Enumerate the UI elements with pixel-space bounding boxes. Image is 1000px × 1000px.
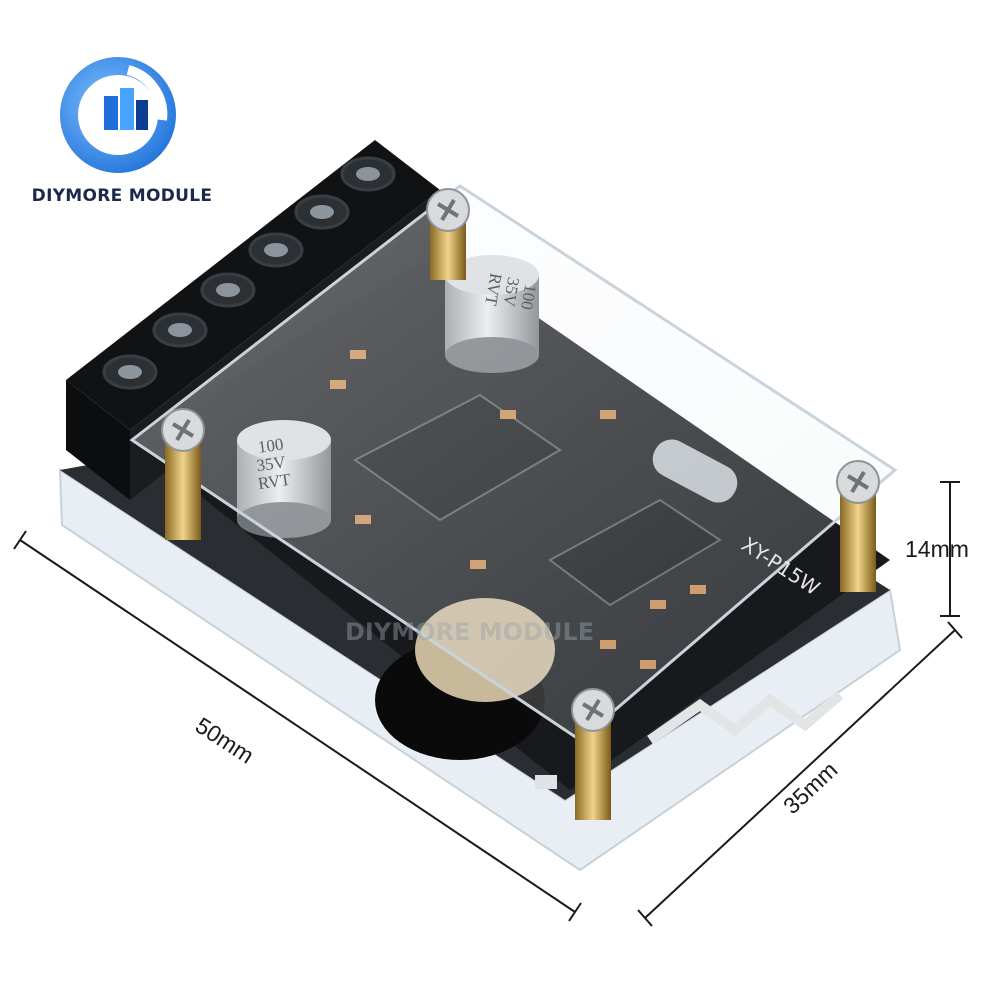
brand-logo: [60, 57, 176, 173]
dimension-lines: [13, 481, 963, 927]
acrylic-cover: [129, 184, 898, 742]
watermark: DIYMORE MODULE: [345, 618, 594, 646]
brand-name: DIYMORE MODULE: [31, 186, 213, 206]
dimension-height: 14mm: [905, 536, 969, 562]
standoff-screws: [161, 188, 880, 820]
